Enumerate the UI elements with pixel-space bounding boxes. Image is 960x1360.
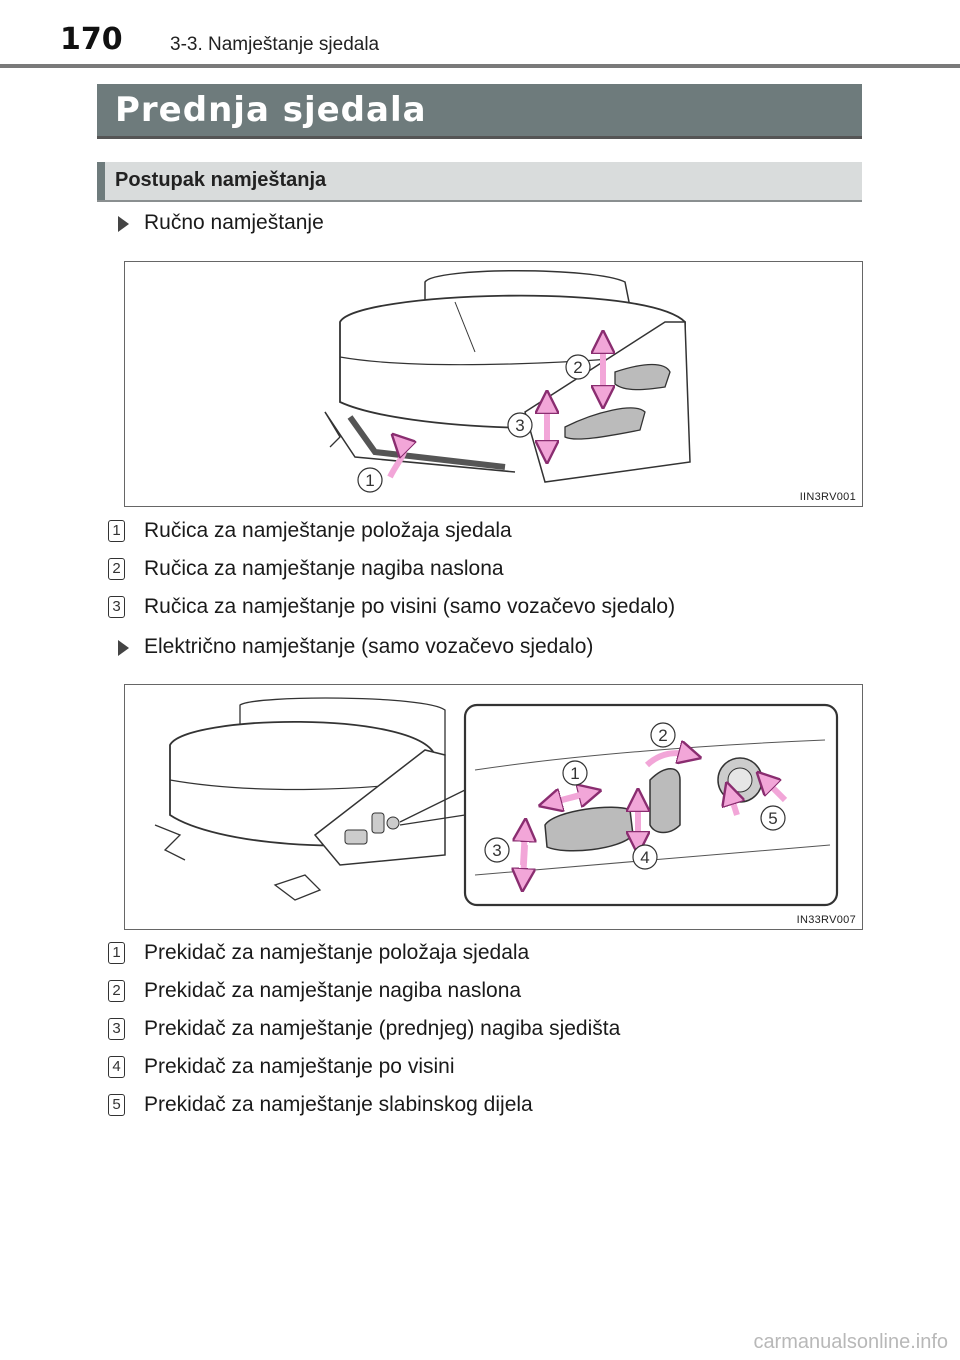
item-number: 1 bbox=[108, 520, 125, 542]
list-item: 5 Prekidač za namještanje slabinskog dij… bbox=[108, 1093, 868, 1119]
subsection-title: Postupak namještanja bbox=[115, 169, 327, 191]
arrow-2 bbox=[644, 753, 690, 768]
power-figure-code: IN33RV007 bbox=[796, 914, 856, 926]
arrow-5a bbox=[730, 793, 737, 816]
arrow-1 bbox=[387, 442, 404, 479]
callout-2 bbox=[565, 354, 591, 380]
watermark: carmanualsonline.info bbox=[753, 1331, 948, 1353]
manual-seat-figure: 1 2 3 IIN3RV001 bbox=[124, 261, 863, 507]
section-title: Prednja sjedala bbox=[115, 90, 427, 130]
callout-1 bbox=[357, 467, 383, 493]
header-rule bbox=[0, 64, 960, 68]
callout-3 bbox=[507, 412, 533, 438]
page-number: 170 bbox=[60, 22, 123, 57]
manual-figure-code: IIN3RV001 bbox=[799, 491, 856, 503]
callout-3 bbox=[484, 837, 510, 863]
callout-5 bbox=[760, 805, 786, 831]
arrow-3b bbox=[523, 844, 525, 880]
svg-text:2: 2 bbox=[658, 726, 667, 745]
power-seat-figure: 1 2 3 4 5 IN33RV007 bbox=[124, 684, 863, 930]
callout-2 bbox=[650, 722, 676, 748]
item-number: 3 bbox=[108, 1018, 125, 1040]
subsection-bar: Postupak namještanja bbox=[97, 162, 862, 202]
running-header: 3-3. Namještanje sjedala bbox=[170, 34, 380, 55]
item-text: Prekidač za namještanje položaja sjedala bbox=[144, 941, 530, 964]
recline-switch bbox=[649, 768, 681, 834]
slide-bar bbox=[347, 415, 506, 470]
svg-text:2: 2 bbox=[573, 358, 582, 377]
item-number: 4 bbox=[108, 1056, 125, 1078]
list-item: 2 Prekidač za namještanje nagiba naslona bbox=[108, 979, 868, 1005]
recline-lever bbox=[614, 363, 671, 391]
list-item: 1 Ručica za namještanje položaja sjedala bbox=[108, 519, 868, 545]
item-text: Ručica za namještanje po visini (samo vo… bbox=[144, 595, 676, 618]
item-number: 5 bbox=[108, 1094, 125, 1116]
arrow-bullet-icon bbox=[118, 216, 129, 232]
item-text: Prekidač za namještanje (prednjeg) nagib… bbox=[144, 1017, 621, 1040]
svg-text:4: 4 bbox=[640, 848, 649, 867]
item-text: Prekidač za namještanje slabinskog dijel… bbox=[144, 1093, 533, 1116]
list-item: 3 Ručica za namještanje po visini (samo … bbox=[108, 595, 868, 621]
manual-heading: Ručno namještanje bbox=[144, 211, 324, 234]
item-number: 2 bbox=[108, 558, 125, 580]
item-number: 3 bbox=[108, 596, 125, 618]
height-lever bbox=[564, 407, 646, 440]
arrow-1b bbox=[550, 795, 581, 803]
svg-text:1: 1 bbox=[365, 471, 374, 490]
section-banner: Prednja sjedala bbox=[97, 84, 862, 139]
arrow-5b bbox=[765, 780, 788, 803]
callout-1 bbox=[562, 760, 588, 786]
item-text: Ručica za namještanje nagiba naslona bbox=[144, 557, 504, 580]
power-seat-illustration: 1 2 3 4 5 bbox=[154, 697, 839, 907]
svg-text:1: 1 bbox=[570, 764, 579, 783]
item-text: Prekidač za namještanje nagiba naslona bbox=[144, 979, 522, 1002]
item-text: Prekidač za namještanje po visini bbox=[144, 1055, 455, 1078]
svg-text:3: 3 bbox=[515, 416, 524, 435]
arrow-bullet-icon bbox=[118, 640, 129, 656]
item-number: 1 bbox=[108, 942, 125, 964]
list-item: 3 Prekidač za namještanje (prednjeg) nag… bbox=[108, 1017, 868, 1043]
item-text: Ručica za namještanje položaja sjedala bbox=[144, 519, 512, 542]
svg-text:3: 3 bbox=[492, 841, 501, 860]
power-heading: Električno namještanje (samo vozačevo sj… bbox=[144, 635, 594, 658]
list-item: 1 Prekidač za namještanje položaja sjeda… bbox=[108, 941, 868, 967]
manual-seat-illustration: 1 2 3 bbox=[324, 270, 691, 493]
callout-4 bbox=[632, 844, 658, 870]
subsection-accent bbox=[97, 162, 105, 200]
svg-text:5: 5 bbox=[768, 809, 777, 828]
list-item: 2 Ručica za namještanje nagiba naslona bbox=[108, 557, 868, 583]
item-number: 2 bbox=[108, 980, 125, 1002]
list-item: 4 Prekidač za namještanje po visini bbox=[108, 1055, 868, 1081]
